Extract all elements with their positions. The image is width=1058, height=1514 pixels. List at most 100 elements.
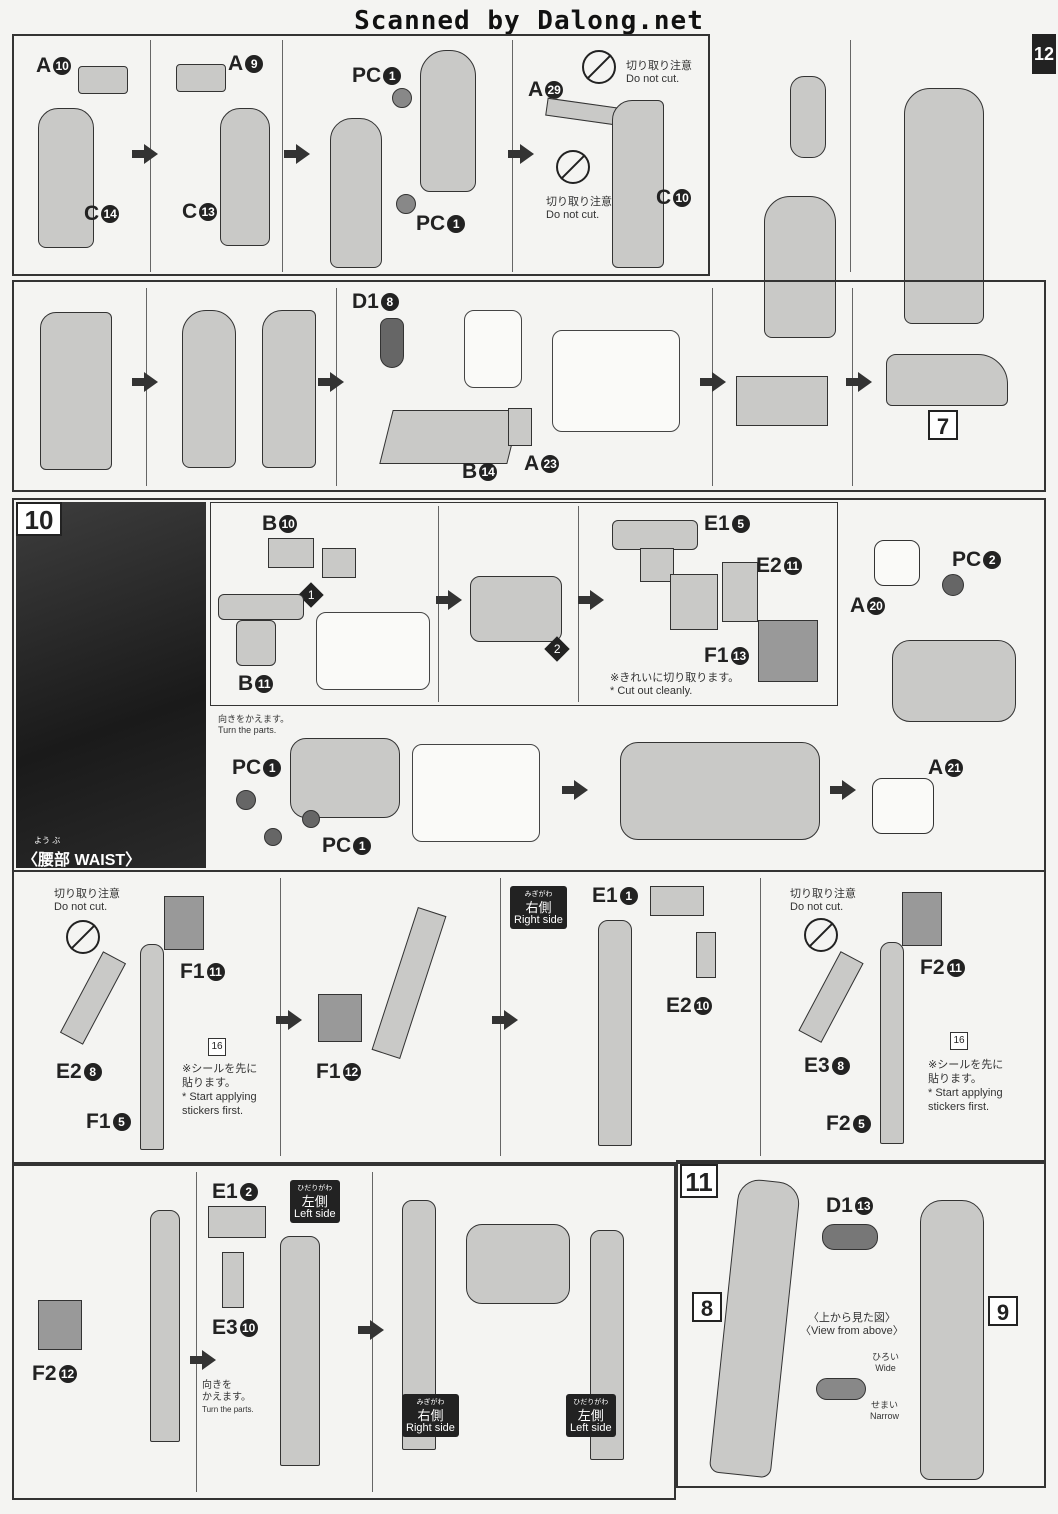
waist-assembly xyxy=(466,1224,570,1304)
panel-step11 xyxy=(676,1160,1046,1488)
blade-assembly xyxy=(598,920,632,1146)
parts-callout xyxy=(874,540,920,586)
divider xyxy=(578,506,579,702)
waist-piece xyxy=(722,562,758,622)
detail-callout xyxy=(316,612,430,690)
joint-part xyxy=(318,994,362,1042)
blade-assembly xyxy=(150,1210,180,1442)
divider xyxy=(196,1172,197,1492)
poly-cap xyxy=(942,574,964,596)
step-arrow xyxy=(132,372,158,392)
waist-piece xyxy=(640,548,674,582)
page-number: 12 xyxy=(1032,34,1056,74)
armor-piece xyxy=(78,66,128,94)
detail-callout xyxy=(464,310,522,388)
foot-assembly xyxy=(736,376,828,426)
view-from-above-label: 〈上から見た図〉〈View from above〉 xyxy=(800,1312,904,1337)
armor-piece xyxy=(208,1206,266,1238)
step-arrow xyxy=(700,372,726,392)
armor-piece xyxy=(222,1252,244,1308)
armor-piece xyxy=(696,932,716,978)
panel-row2 xyxy=(12,280,1046,492)
foot-assembly xyxy=(886,354,1008,406)
do-not-cut-icon xyxy=(66,920,100,954)
step-arrow xyxy=(318,372,344,392)
do-not-cut-icon xyxy=(556,150,590,184)
poly-cap xyxy=(264,828,282,846)
step-arrow xyxy=(508,144,534,164)
step-arrow xyxy=(562,780,588,800)
crotch-joint xyxy=(822,1224,878,1250)
divider xyxy=(282,40,283,272)
crotch-joint-top-view xyxy=(816,1378,866,1400)
waist-piece xyxy=(758,620,818,682)
blade-part xyxy=(880,942,904,1144)
leg-armor xyxy=(612,100,664,268)
waist-core xyxy=(218,594,304,620)
do-not-cut-icon xyxy=(804,918,838,952)
waist-piece xyxy=(612,520,698,550)
step-arrow xyxy=(830,780,856,800)
step-number-8: 8 xyxy=(692,1292,722,1322)
do-not-cut-icon xyxy=(582,50,616,84)
step-arrow xyxy=(284,144,310,164)
leg-part xyxy=(220,108,270,246)
scan-watermark: Scanned by Dalong.net xyxy=(354,6,704,36)
blade-part xyxy=(140,944,164,1150)
waist-piece xyxy=(322,548,356,578)
step-arrow xyxy=(276,1010,302,1030)
step-arrow xyxy=(492,1010,518,1030)
step-arrow xyxy=(436,590,462,610)
toe-piece xyxy=(508,408,532,446)
step-number-10: 10 xyxy=(16,502,62,536)
waist-assembly xyxy=(620,742,820,840)
waist-piece xyxy=(268,538,314,568)
poly-cap xyxy=(302,810,320,828)
step-number-11: 11 xyxy=(680,1164,718,1198)
waist-reference-photo xyxy=(16,502,206,868)
leg-shell xyxy=(330,118,382,268)
step-arrow xyxy=(190,1350,216,1370)
panel-row1-left xyxy=(12,34,710,276)
detail-callout xyxy=(412,744,540,842)
turn-parts-note: 向きをかえます。Turn the parts. xyxy=(218,714,290,735)
leg-armor xyxy=(40,312,112,470)
step-arrow xyxy=(578,590,604,610)
knee-joint xyxy=(790,76,826,158)
poly-cap xyxy=(396,194,416,214)
panel-row5-left xyxy=(12,1164,676,1500)
cut-cleanly-note: ※きれいに切り取ります。* Cut out cleanly. xyxy=(610,672,740,697)
sticker-16-icon: 16 xyxy=(208,1038,226,1056)
parts-callout xyxy=(872,778,934,834)
lower-leg xyxy=(764,196,836,338)
divider xyxy=(760,878,761,1156)
sticker-16-icon: 16 xyxy=(950,1032,968,1050)
joint-part xyxy=(902,892,942,946)
panel-row4 xyxy=(12,870,1046,1164)
step-arrow xyxy=(132,144,158,164)
